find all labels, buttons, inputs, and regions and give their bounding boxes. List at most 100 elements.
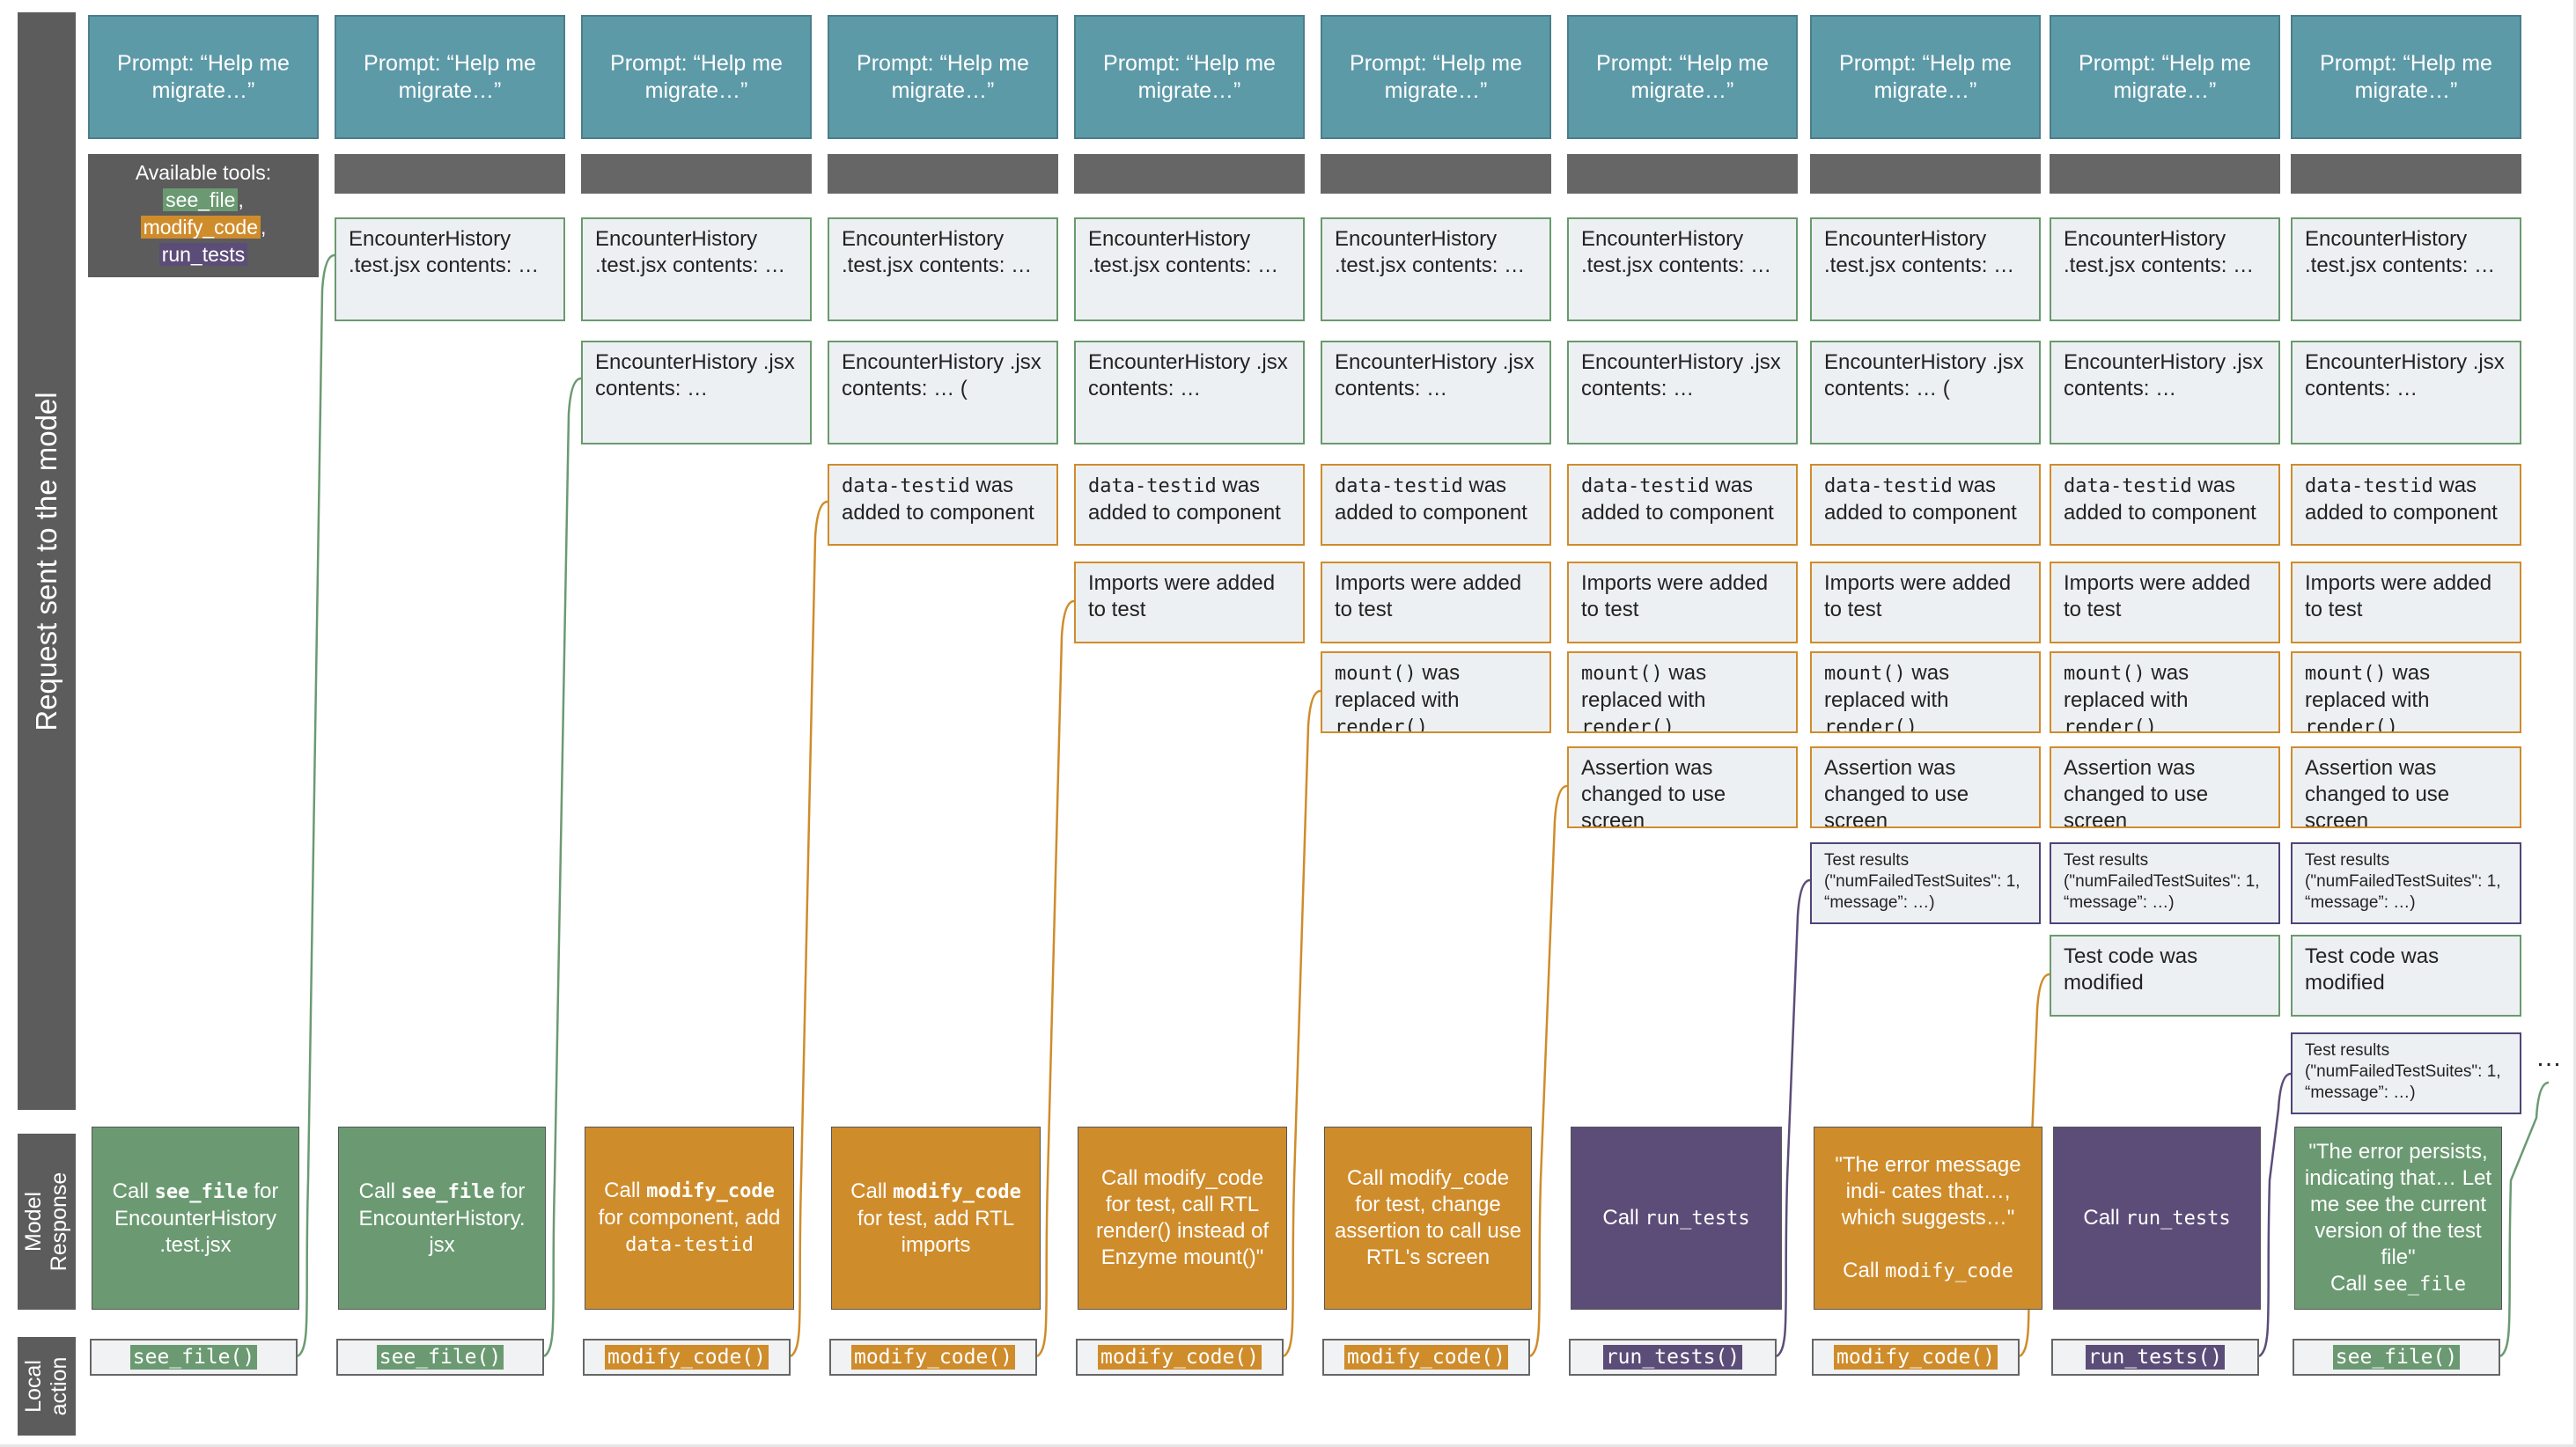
context-item-comp-file: EncounterHistory .jsx contents: … [1074,341,1305,444]
context-item-assertion: Assertion was changed to use screen [1810,746,2041,828]
response-text: Call modify_code for test, change assert… [1334,1166,1522,1269]
response-tool-name: see_file [154,1180,248,1203]
model-response-text: Call see_file for EncounterHistory. jsx [348,1179,536,1259]
prompt-box: Prompt: “Help me migrate…” [1074,15,1305,139]
timeline-column: Prompt: “Help me migrate…” EncounterHisto… [2291,0,2521,1447]
connector-line [543,377,582,1358]
model-response-box: Call modify_code for component, add data… [585,1127,794,1310]
context-item-comp-file: EncounterHistory .jsx contents: … [2050,341,2280,444]
context-item-mount: mount() was replaced with render() [2291,651,2521,733]
model-response-text: "The error message indi- cates that…, wh… [1823,1152,2033,1285]
mount-code: mount() [2305,663,2387,685]
local-action-box: see_file() [90,1339,298,1376]
local-action-call: modify_code() [1097,1345,1262,1370]
context-item-comp-file: EncounterHistory .jsx contents: … ( [828,341,1058,444]
timeline-column: Prompt: “Help me migrate…”EncounterHisto… [335,0,565,1447]
model-response-box: Call run_tests [1571,1127,1782,1310]
connector-line [2499,1081,2550,1358]
response-tool-name: see_file [401,1180,495,1203]
response-text: Call modify_code for test, call RTL rend… [1095,1166,1270,1269]
context-item-testid: data-testid was added to component [2050,464,2280,546]
context-item-comp-file: EncounterHistory .jsx contents: … [2291,341,2521,444]
prompt-box: Prompt: “Help me migrate…” [1567,15,1798,139]
mount-text: was replaced with [2305,661,2431,712]
tool-separator: , [238,188,244,211]
timeline-column: Prompt: “Help me migrate…”EncounterHisto… [581,0,812,1447]
tool-separator: , [261,216,267,239]
connector-line [1283,689,1321,1358]
context-item-imports: Imports were added to test [2050,562,2280,643]
model-response-box: Call run_tests [2053,1127,2261,1310]
testid-code: data-testid [2305,475,2433,497]
connector-line [1036,599,1075,1358]
response-tool-name: modify_code [646,1180,775,1202]
local-action-box: modify_code() [1812,1339,2020,1376]
mount-code: mount() [1824,663,1906,685]
context-item-testid: data-testid was added to component [828,464,1058,546]
model-response-text: Call modify_code for test, change assert… [1334,1165,1522,1271]
context-item-test-file: EncounterHistory .test.jsx contents: … [828,217,1058,321]
connector-line [1776,878,1811,1358]
context-item-mount: mount() was replaced with render() [1567,651,1798,733]
response-text: Call [358,1179,401,1203]
model-response-box: Call modify_code for test, call RTL rend… [1078,1127,1287,1310]
testid-code: data-testid [1088,475,1217,497]
response-text: for test, add RTL imports [857,1206,1015,1257]
tools-heading: Available tools: [135,161,272,184]
context-item-testid: data-testid was added to component [1810,464,2041,546]
request-sidebar: Request sent to the model [18,12,76,1110]
local-action-call: modify_code() [604,1345,769,1370]
testid-code: data-testid [1581,475,1710,497]
context-item-test-file: EncounterHistory .test.jsx contents: … [1321,217,1551,321]
local-action-box: modify_code() [1076,1339,1284,1376]
mount-text: was replaced with [1335,661,1461,712]
context-item-imports: Imports were added to test [1321,562,1551,643]
render-code: render() [2064,716,2157,733]
local-action-call: see_file() [376,1345,504,1370]
local-action-sidebar: Local action [18,1337,76,1436]
model-response-box: Call modify_code for test, add RTL impor… [831,1127,1041,1310]
render-code: render() [1335,716,1428,733]
mount-text: was replaced with [1824,661,1950,712]
testid-text: was added to component [842,474,1034,525]
response-tool-name: modify_code [893,1180,1021,1203]
prompt-box: Prompt: “Help me migrate…” [88,15,319,139]
context-item-test-file: EncounterHistory .test.jsx contents: … [2050,217,2280,321]
response-text: Call [1843,1258,1886,1282]
testid-code: data-testid [2064,475,2192,497]
available-tools-box: Available tools: see_file,modify_code,ru… [88,154,319,277]
tool-line: run_tests [88,241,319,268]
render-code: render() [2305,716,2398,733]
response-text: "The error persists, indicating that… Le… [2304,1139,2492,1269]
tool-name: run_tests [158,243,248,266]
system-bar [2291,154,2521,194]
context-item-assertion: Assertion was changed to use screen [2050,746,2280,828]
context-item-mount: mount() was replaced with render() [1321,651,1551,733]
local-action-call: modify_code() [850,1345,1015,1370]
timeline-column: Prompt: “Help me migrate…”Call see_file … [88,0,319,1447]
prompt-box: Prompt: “Help me migrate…” [2291,15,2521,139]
response-text: Call [850,1179,894,1203]
local-action-box: run_tests() [2051,1339,2259,1376]
local-action-box: modify_code() [829,1339,1037,1376]
tool-line: modify_code, [88,214,319,241]
timeline-column: Prompt: “Help me migrate…” EncounterHisto… [1567,0,1798,1447]
response-text: Call [1602,1205,1645,1230]
prompt-box: Prompt: “Help me migrate…” [335,15,565,139]
tool-name: see_file [163,188,239,211]
system-bar [2050,154,2280,194]
testid-text: was added to component [1824,474,2017,525]
tool-line: see_file, [88,187,319,214]
local-action-box: modify_code() [1322,1339,1530,1376]
testid-text: was added to component [1581,474,1774,525]
local-action-call: see_file() [2332,1345,2461,1370]
mount-code: mount() [2064,663,2145,685]
context-item-test-file: EncounterHistory .test.jsx contents: … [1567,217,1798,321]
context-item-imports: Imports were added to test [1567,562,1798,643]
context-item-results: Test results ("numFailedTestSuites": 1, … [1810,842,2041,924]
testid-text: was added to component [2064,474,2256,525]
timeline-column: Prompt: “Help me migrate…” EncounterHisto… [1074,0,1305,1447]
context-item-assertion: Assertion was changed to use screen [1567,746,1798,828]
local-action-call: modify_code() [1833,1345,1998,1370]
model-response-box: Call modify_code for test, change assert… [1324,1127,1532,1310]
